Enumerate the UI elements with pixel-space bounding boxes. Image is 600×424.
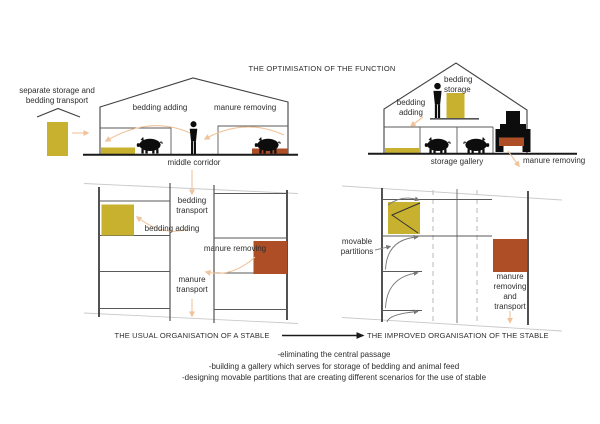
- usual-section-drawing: [83, 77, 298, 156]
- partition-swing-arc: [386, 309, 419, 323]
- usual-plan-drawing: [83, 170, 299, 324]
- improved-section-drawing: [368, 62, 577, 168]
- summary-notes: -eliminating the central passage -buildi…: [67, 349, 600, 384]
- manure-removing-arrow-icon: [203, 126, 285, 140]
- improved-plan-caption: THE IMPROVED ORGANISATION OF THE STABLE: [367, 331, 549, 340]
- manure-transport-label: manure transport: [176, 275, 208, 294]
- manure-removing-arrow-icon: [507, 150, 520, 168]
- partition-swing-arc: [387, 196, 420, 206]
- projection-line: [83, 183, 299, 194]
- bedding-square: [101, 204, 134, 236]
- right-stall: [217, 125, 288, 154]
- bedding-adding-label: bedding adding: [396, 98, 426, 117]
- stable-outline: [383, 62, 528, 153]
- manure-removing-transport-label: manure removing and transport: [493, 272, 527, 311]
- manure-strip: [252, 148, 288, 154]
- middle-corridor-label: middle corridor: [167, 158, 221, 167]
- pig-icon: [463, 136, 490, 154]
- external-storage-drawing: [36, 107, 90, 156]
- projection-line: [341, 185, 563, 201]
- manure-removing-label: manure removing: [214, 103, 277, 112]
- note-line: -building a gallery which serves for sto…: [208, 361, 460, 371]
- pig-icon: [424, 136, 451, 154]
- manure-square: [253, 241, 287, 274]
- stable-outline: [99, 77, 289, 154]
- person-icon: [433, 82, 442, 118]
- bedding-adding-arrow-icon: [409, 116, 424, 127]
- storage-gallery-label: storage gallery: [430, 157, 484, 166]
- tractor-icon: [495, 111, 531, 152]
- manure-square: [493, 239, 527, 272]
- left-stall: [100, 127, 172, 154]
- partition-swing-arc: [385, 234, 419, 270]
- external-storage-label: separate storage and bedding transport: [19, 86, 95, 105]
- bedding-adding-arrow-icon: [104, 125, 191, 142]
- projection-line: [341, 317, 563, 332]
- bedding-adding-label: bedding adding: [144, 224, 200, 233]
- usual-plan-caption: THE USUAL ORGANISATION OF A STABLE: [114, 331, 270, 340]
- page-title: THE OPTIMISATION OF THE FUNCTION: [248, 64, 396, 73]
- person-icon: [189, 121, 198, 154]
- roof-chevron: [36, 107, 81, 118]
- bedding-strip: [385, 148, 419, 154]
- projection-line: [83, 312, 299, 324]
- bedding-adding-arrow-icon: [135, 216, 188, 232]
- movable-partitions-pointer: [374, 244, 392, 251]
- bedding-storage-block: [446, 93, 465, 119]
- bedding-storage-label: bedding storage: [444, 75, 473, 94]
- manure-removing-label: manure removing: [203, 244, 267, 253]
- pig-icon: [136, 136, 163, 154]
- manure-removing-label: manure removing: [523, 156, 586, 165]
- bedding-storage-block: [47, 122, 68, 156]
- bedding-strip: [101, 147, 135, 154]
- bedding-transport-label: bedding transport: [176, 196, 208, 215]
- folded-partition: [390, 202, 421, 234]
- movable-partitions-label: movable partitions: [340, 237, 374, 256]
- manure-removing-arrow-icon: [204, 256, 256, 276]
- bedding-adding-label: bedding adding: [132, 103, 188, 112]
- partition-swing-arc: [385, 270, 419, 309]
- improved-plan-drawing: [341, 185, 563, 332]
- note-line: -designing movable partitions that are c…: [181, 373, 487, 382]
- bedding-square: [388, 202, 420, 234]
- note-line: -eliminating the central passage: [277, 350, 391, 359]
